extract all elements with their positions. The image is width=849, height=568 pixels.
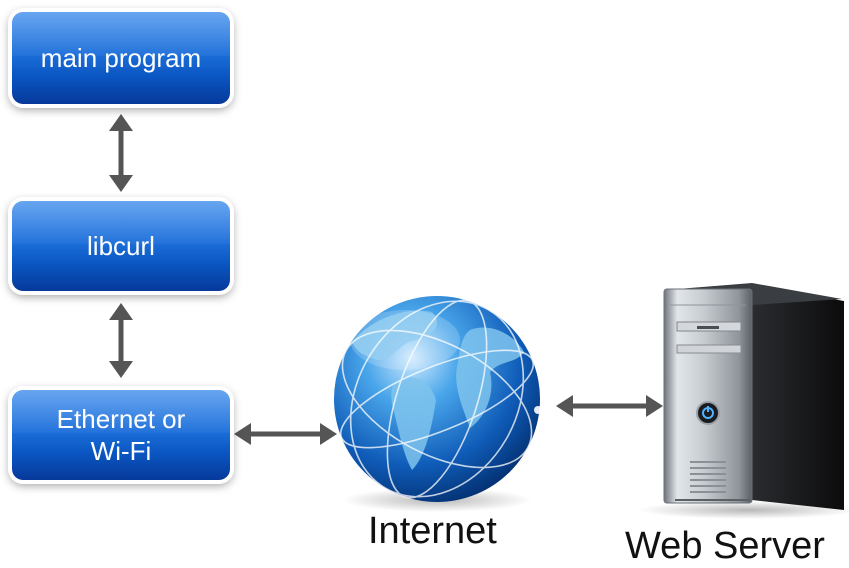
libcurl-label: libcurl [87, 231, 155, 261]
main-program-box: main program [12, 12, 230, 104]
arrow-ethernet-internet [234, 423, 337, 445]
web-server-caption: Web Server [625, 525, 825, 567]
server-tower-icon [638, 283, 849, 519]
globe-icon [334, 296, 542, 512]
ethernet-wifi-box: Ethernet or Wi-Fi [12, 390, 230, 480]
arrow-libcurl-ethernet [109, 303, 133, 378]
arrow-internet-server [556, 395, 663, 417]
main-program-label: main program [40, 43, 202, 73]
ethernet-label-line1: Ethernet or [56, 404, 186, 434]
ethernet-label-line2: Wi-Fi [90, 436, 152, 466]
ethernet-wifi-label: Ethernet or Wi-Fi [57, 403, 186, 467]
internet-caption: Internet [368, 510, 497, 552]
arrow-main-libcurl [109, 114, 133, 192]
libcurl-box: libcurl [12, 201, 230, 291]
